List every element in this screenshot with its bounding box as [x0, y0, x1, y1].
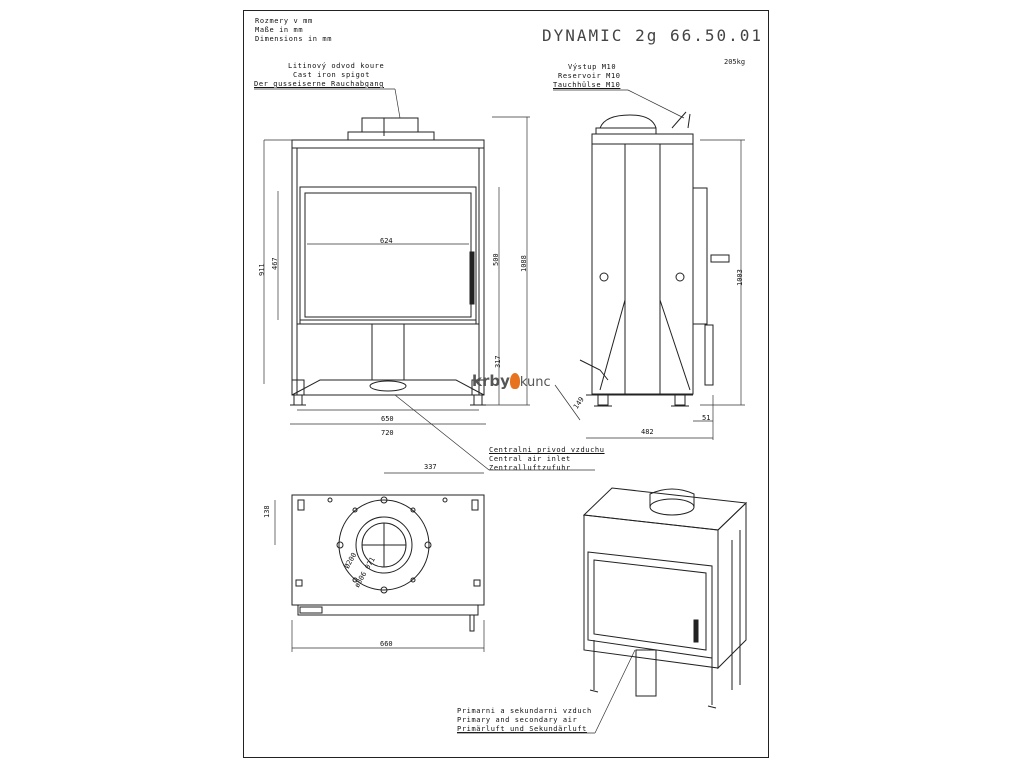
spigot-label-de: Der gusseiserne Rauchabgang: [254, 80, 384, 88]
spigot-label-cz: Litinový odvod koure: [288, 62, 385, 70]
front-door: [299, 186, 477, 325]
front-body: [296, 147, 480, 325]
drawing-title: DYNAMIC 2g 66.50.01: [542, 26, 764, 45]
reservoir-label-en: Reservoir M10: [558, 72, 621, 80]
units-de: Maße in mm: [255, 26, 304, 34]
central-air-label-de: Zentralluftzufuhr: [489, 464, 571, 472]
front-glass: [304, 192, 472, 318]
side-body: [591, 143, 694, 395]
central-air-label-cz: Centralni privod vzduchu: [489, 446, 605, 454]
units-en: Dimensions in mm: [255, 35, 333, 43]
top-flue-plate: [338, 499, 430, 591]
dim-glass-width: 624: [380, 237, 393, 245]
front-spigot: [361, 117, 419, 133]
logo-text-right: kunc: [519, 375, 551, 390]
drawing-sheet: [243, 10, 769, 758]
side-view: [579, 111, 730, 407]
central-air-label-en: Central air inlet: [489, 455, 571, 463]
weight-label: 205kg: [724, 58, 746, 66]
reservoir-label-cz: Výstup M10: [568, 63, 617, 71]
dim-side-depth: 482: [641, 428, 654, 436]
krby-kunc-logo: krby kunc: [472, 371, 551, 390]
units-cz: Rozmery v mm: [255, 17, 313, 25]
iso-front: [583, 514, 719, 669]
top-body: [291, 494, 485, 606]
flame-icon: [509, 373, 520, 389]
reservoir-label-de: Tauchhülse M10: [553, 81, 621, 89]
leader-lines: [254, 88, 685, 734]
iso-spigot: [649, 488, 695, 507]
front-air-duct: [371, 323, 405, 381]
top-view: [291, 494, 485, 632]
dim-total-width: 720: [381, 429, 394, 437]
dim-side-offset: 51: [702, 414, 711, 422]
spigot-label-en: Cast iron spigot: [293, 71, 371, 79]
dim-top-offset-x: 337: [424, 463, 437, 471]
side-spigot: [599, 114, 657, 129]
front-dimension-lines: [263, 116, 530, 425]
iso-glass: [593, 559, 707, 651]
top-dimension-lines: [274, 472, 485, 652]
iso-side: [717, 501, 747, 670]
front-view: [290, 117, 486, 406]
isometric-view: [582, 487, 748, 709]
front-door-handle: [469, 251, 475, 305]
logo-text-left: krby: [472, 372, 510, 390]
dim-top-width: 660: [380, 640, 393, 648]
primary-air-label-en: Primary and secondary air: [457, 716, 578, 724]
dim-inner-width: 650: [381, 415, 394, 423]
primary-air-label-de: Primärluft und Sekundärluft: [457, 725, 587, 733]
front-spigot-base: [347, 131, 435, 141]
side-dimension-lines: [554, 139, 745, 440]
primary-air-label-cz: Primarni a sekundarni vzduch: [457, 707, 592, 715]
side-door-edge: [692, 187, 708, 325]
